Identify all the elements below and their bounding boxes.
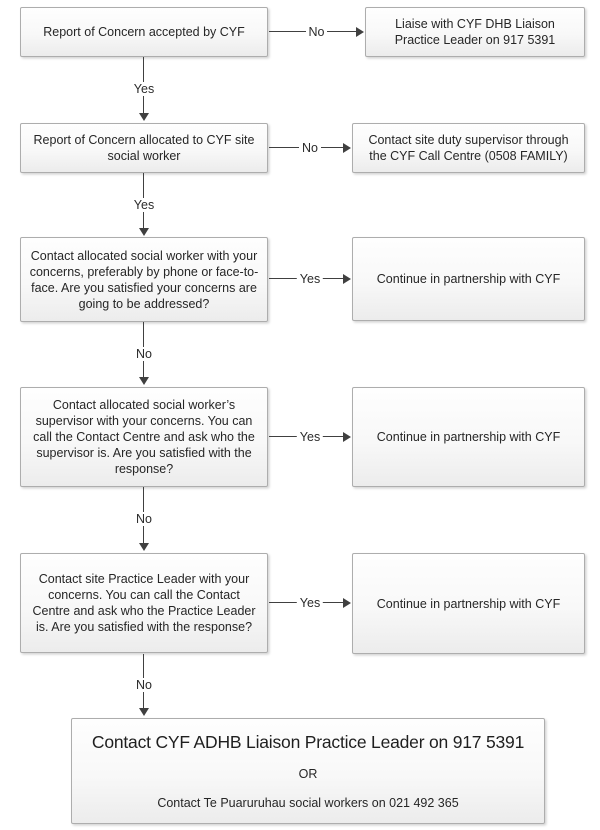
arrowhead-right-icon (356, 27, 364, 37)
arrowhead-right-icon (343, 432, 351, 442)
node-duty-supervisor: Contact site duty supervisor through the… (352, 123, 585, 173)
arrowhead-down-icon (139, 377, 149, 385)
arrowhead-right-icon (343, 598, 351, 608)
arrowhead-right-icon (343, 274, 351, 284)
connector-label-no: No (133, 346, 155, 361)
connector-label-yes: Yes (296, 596, 324, 610)
connector-label-yes: Yes (130, 197, 158, 212)
connector-label-yes: Yes (296, 430, 324, 444)
connector-label-no: No (305, 25, 328, 39)
connector-label-no: No (133, 512, 155, 526)
final-or-label: OR (298, 767, 318, 781)
node-report-accepted: Report of Concern accepted by CYF (20, 7, 268, 57)
node-continue-partnership-3: Continue in partnership with CYF (352, 553, 585, 654)
node-continue-partnership-2: Continue in partnership with CYF (352, 387, 585, 487)
node-continue-partnership-1: Continue in partnership with CYF (352, 237, 585, 321)
connector-label-yes: Yes (296, 272, 324, 286)
connector-label-yes: Yes (130, 82, 158, 96)
node-contact-social-worker: Contact allocated social worker with you… (20, 237, 268, 322)
final-contact-line2: Contact Te Puaruruhau social workers on … (157, 796, 459, 810)
arrowhead-down-icon (139, 228, 149, 236)
node-liaise-dhb-practice-leader: Liaise with CYF DHB Liaison Practice Lea… (365, 7, 585, 57)
connector-label-no: No (133, 678, 155, 692)
node-report-allocated: Report of Concern allocated to CYF site … (20, 123, 268, 173)
arrowhead-down-icon (139, 708, 149, 716)
connector-label-no: No (299, 141, 321, 155)
arrowhead-right-icon (343, 143, 351, 153)
final-contact-line1: Contact CYF ADHB Liaison Practice Leader… (91, 732, 525, 752)
node-contact-supervisor: Contact allocated social worker’s superv… (20, 387, 268, 487)
arrowhead-down-icon (139, 113, 149, 121)
node-contact-practice-leader: Contact site Practice Leader with your c… (20, 553, 268, 653)
arrowhead-down-icon (139, 543, 149, 551)
node-final-contact: Contact CYF ADHB Liaison Practice Leader… (71, 718, 545, 824)
